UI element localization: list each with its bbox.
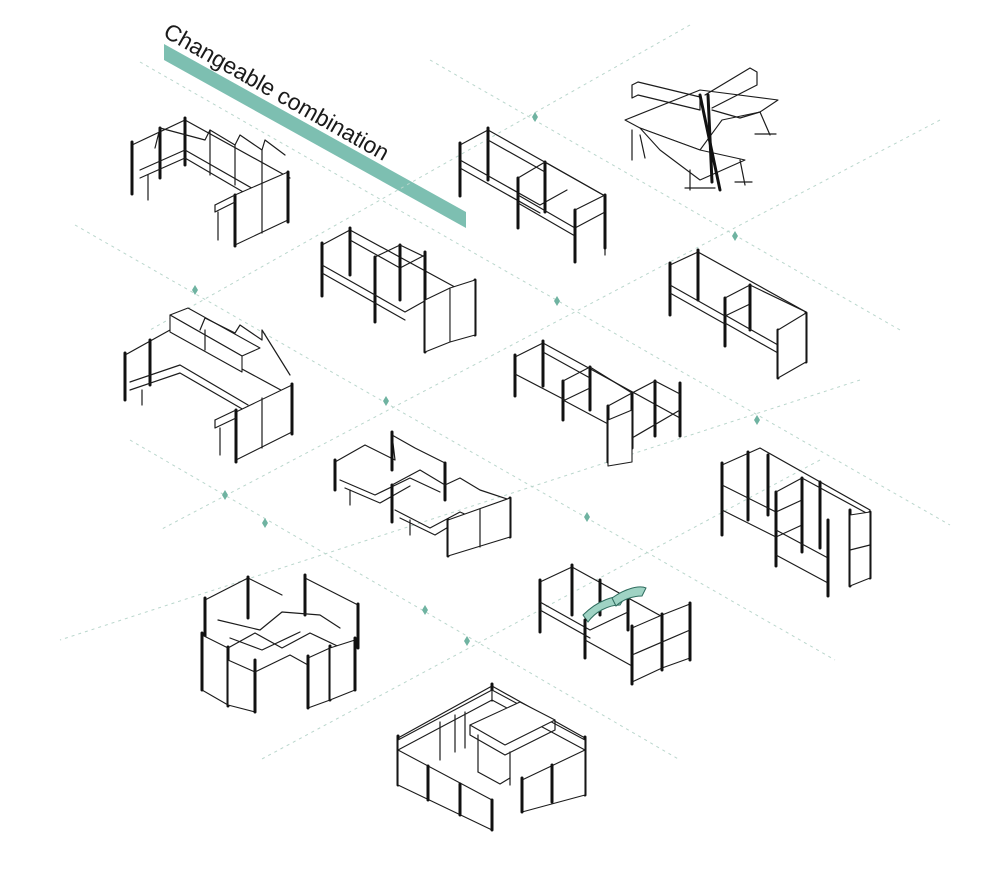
accent-band [164, 44, 466, 228]
junction-node [532, 112, 538, 122]
junction-node [732, 231, 738, 241]
junction-node [192, 285, 198, 295]
junction-node [464, 636, 470, 646]
four-seat-curved-desk-cluster [333, 430, 512, 558]
three-way-120-degree-cluster [624, 67, 779, 192]
junction-node [383, 396, 389, 406]
l-shaped-single-workstation [130, 116, 291, 248]
l-shaped-workstation-with-hutch [123, 307, 294, 464]
four-seat-facing-cluster [320, 226, 477, 354]
junction-node [754, 415, 760, 425]
enclosed-private-office [396, 682, 587, 832]
two-seat-facing-cluster-a [458, 126, 607, 264]
junction-node [422, 605, 428, 615]
junction-node [262, 518, 268, 528]
two-seat-side-by-side [668, 248, 808, 380]
junction-nodes [192, 112, 760, 646]
junction-node [584, 512, 590, 522]
junction-node [222, 490, 228, 500]
four-seat-glass-divider-cluster [538, 563, 692, 686]
junction-node [554, 296, 560, 306]
four-seat-tall-panel-cluster [720, 447, 872, 598]
four-seat-plus-cluster [200, 573, 360, 714]
guide-lines [59, 24, 951, 761]
diagram-title: Changeable combination [160, 18, 394, 166]
six-seat-facing-cluster [513, 339, 682, 467]
